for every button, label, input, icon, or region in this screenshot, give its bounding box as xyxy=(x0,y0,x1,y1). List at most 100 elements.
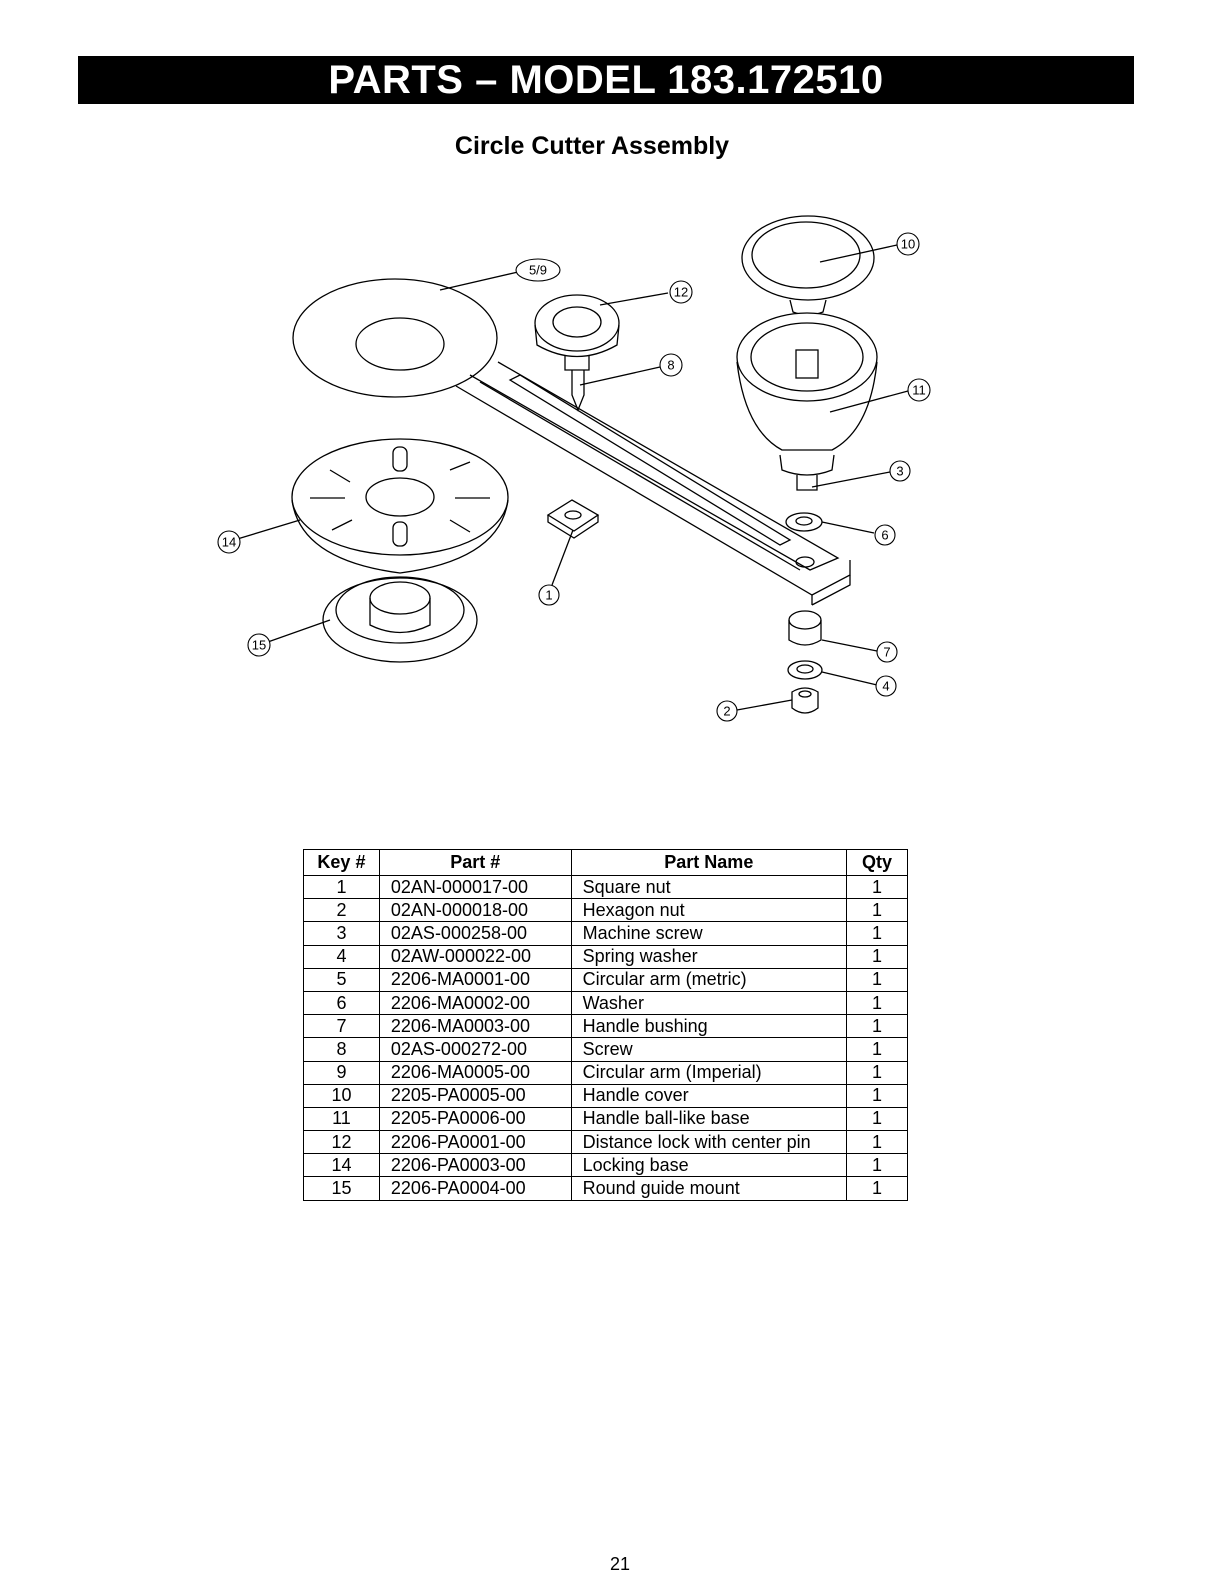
part-number-cell: 2205-PA0005-00 xyxy=(378,1083,572,1108)
part-number-cell: 2206-MA0002-00 xyxy=(378,990,572,1016)
callout-14: 14 xyxy=(217,530,241,554)
svg-text:14: 14 xyxy=(222,535,236,550)
callout-10: 10 xyxy=(896,232,920,256)
part-number-cell: 02AW-000022-00 xyxy=(378,944,572,969)
svg-text:2: 2 xyxy=(723,704,730,719)
svg-text:8: 8 xyxy=(667,358,674,373)
part-name-cell: Locking base xyxy=(570,1153,848,1178)
locking-base-part xyxy=(291,438,509,574)
svg-text:4: 4 xyxy=(882,679,889,694)
qty-cell: 1 xyxy=(846,1083,908,1108)
exploded-parts-diagram: 5/9 12 8 10 11 3 6 14 1 15 7 4 2 xyxy=(217,215,931,722)
key-cell: 11 xyxy=(303,1106,380,1132)
qty-cell: 1 xyxy=(846,990,908,1016)
part-name-cell: Machine screw xyxy=(570,921,848,946)
callout-11: 11 xyxy=(907,378,931,402)
header-qty: Qty xyxy=(846,849,908,876)
part-number-cell: 02AN-000017-00 xyxy=(378,874,572,900)
part-number-cell: 02AN-000018-00 xyxy=(378,898,572,923)
qty-cell: 1 xyxy=(846,1176,908,1201)
callout-6: 6 xyxy=(874,524,896,546)
callout-7: 7 xyxy=(876,641,898,663)
part-name-cell: Washer xyxy=(570,990,848,1016)
part-number-cell: 2206-PA0004-00 xyxy=(378,1176,572,1201)
qty-cell: 1 xyxy=(846,874,908,900)
qty-cell: 1 xyxy=(846,1130,908,1155)
qty-cell: 1 xyxy=(846,921,908,946)
part-name-cell: Circular arm (Imperial) xyxy=(570,1060,848,1085)
part-number-cell: 2206-MA0001-00 xyxy=(378,967,572,992)
svg-text:12: 12 xyxy=(674,285,688,300)
qty-cell: 1 xyxy=(846,1153,908,1178)
section-title: Circle Cutter Assembly xyxy=(454,132,730,160)
qty-cell: 1 xyxy=(846,1060,908,1085)
key-cell: 10 xyxy=(303,1083,380,1108)
part-name-cell: Handle cover xyxy=(570,1083,848,1108)
key-cell: 3 xyxy=(303,921,380,946)
svg-text:1: 1 xyxy=(545,588,552,603)
part-name-cell: Handle bushing xyxy=(570,1014,848,1039)
page-number: 21 xyxy=(609,1554,631,1574)
distance-lock-part xyxy=(534,294,620,412)
callout-3: 3 xyxy=(889,460,911,482)
part-name-cell: Hexagon nut xyxy=(570,898,848,923)
svg-text:3: 3 xyxy=(896,464,903,479)
key-cell: 14 xyxy=(303,1153,380,1178)
key-cell: 1 xyxy=(303,874,380,900)
part-name-cell: Round guide mount xyxy=(570,1176,848,1201)
round-guide-mount-part xyxy=(322,576,478,663)
key-cell: 15 xyxy=(303,1176,380,1201)
washer-part xyxy=(785,512,823,532)
part-name-cell: Spring washer xyxy=(570,944,848,969)
part-name-cell: Circular arm (metric) xyxy=(570,967,848,992)
key-cell: 8 xyxy=(303,1037,380,1062)
callout-8: 8 xyxy=(659,353,683,377)
callout-1: 1 xyxy=(538,584,560,606)
qty-cell: 1 xyxy=(846,967,908,992)
key-cell: 6 xyxy=(303,990,380,1016)
qty-cell: 1 xyxy=(846,1014,908,1039)
key-cell: 4 xyxy=(303,944,380,969)
handle-base-part xyxy=(736,312,878,491)
part-name-cell: Handle ball-like base xyxy=(570,1106,848,1132)
qty-cell: 1 xyxy=(846,944,908,969)
callout-2: 2 xyxy=(716,700,738,722)
svg-text:10: 10 xyxy=(901,237,915,252)
part-name-cell: Distance lock with center pin xyxy=(570,1130,848,1155)
svg-text:6: 6 xyxy=(881,528,888,543)
circular-arm-part xyxy=(292,278,851,606)
key-cell: 2 xyxy=(303,898,380,923)
key-cell: 12 xyxy=(303,1130,380,1155)
callout-5-9: 5/9 xyxy=(515,258,561,282)
callout-4: 4 xyxy=(875,675,897,697)
part-number-cell: 2206-MA0005-00 xyxy=(378,1060,572,1085)
part-name-cell: Square nut xyxy=(570,874,848,900)
svg-text:15: 15 xyxy=(252,638,266,653)
header-part-number: Part # xyxy=(378,849,572,876)
qty-cell: 1 xyxy=(846,1037,908,1062)
square-nut-part xyxy=(546,499,600,539)
part-number-cell: 2206-PA0001-00 xyxy=(378,1130,572,1155)
lower-fasteners-part xyxy=(787,610,823,714)
callout-15: 15 xyxy=(247,633,271,657)
part-name-cell: Screw xyxy=(570,1037,848,1062)
part-number-cell: 2205-PA0006-00 xyxy=(378,1106,572,1132)
handle-cover-part xyxy=(741,215,875,316)
header-part-name: Part Name xyxy=(570,849,848,876)
part-number-cell: 2206-PA0003-00 xyxy=(378,1153,572,1178)
key-cell: 9 xyxy=(303,1060,380,1085)
header-key: Key # xyxy=(303,849,380,876)
svg-text:11: 11 xyxy=(912,383,926,398)
